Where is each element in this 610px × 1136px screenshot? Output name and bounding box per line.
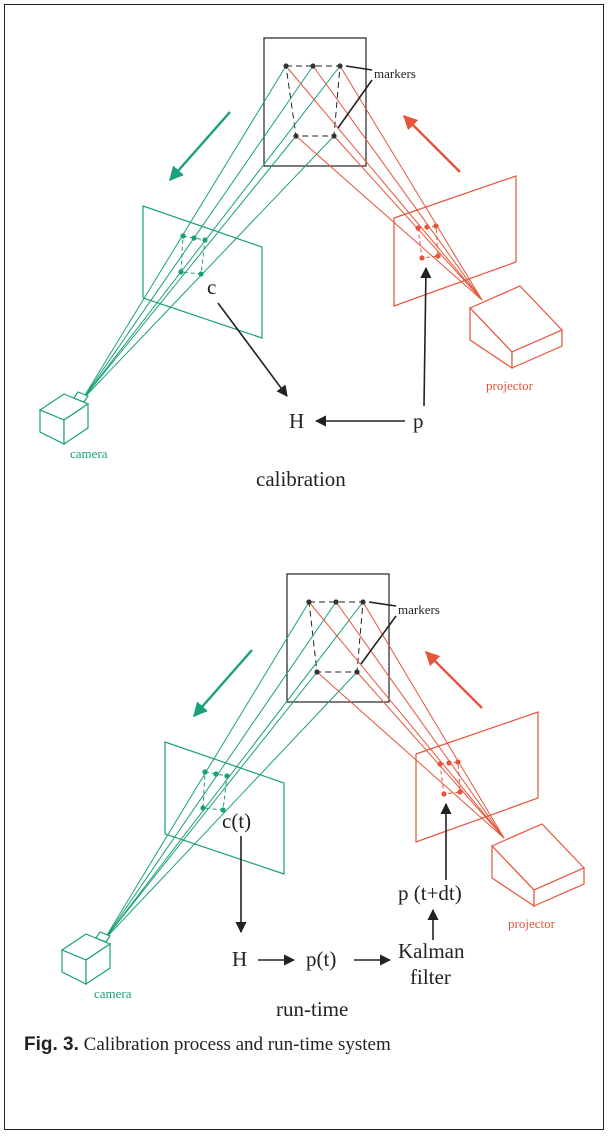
figure-caption: Fig. 3. Calibration process and run-time… bbox=[24, 1034, 584, 1056]
projector-image-plane bbox=[393, 175, 517, 307]
projector-image-plane bbox=[415, 711, 539, 843]
camera-image-plane bbox=[142, 205, 263, 339]
caption-text: Calibration process and run-time system bbox=[83, 1034, 391, 1055]
runtime-label: run-time bbox=[276, 997, 348, 1021]
projector-direction-arrow bbox=[402, 114, 461, 173]
markers-label: markers bbox=[398, 602, 440, 617]
calibration-panel: markers camera bbox=[38, 37, 564, 491]
projector-body bbox=[490, 823, 586, 908]
camera-image-plane bbox=[164, 741, 285, 875]
ct-label: c(t) bbox=[222, 809, 251, 833]
projector-label: projector bbox=[486, 378, 534, 393]
camera-direction-arrow bbox=[193, 649, 253, 718]
calibration-label: calibration bbox=[256, 467, 346, 491]
p-label: p bbox=[413, 409, 424, 433]
camera-body bbox=[38, 391, 90, 446]
target-screen bbox=[286, 573, 390, 703]
H-label: H bbox=[289, 409, 304, 433]
target-screen bbox=[263, 37, 367, 167]
marker-dots bbox=[306, 599, 366, 675]
runtime-panel: markers camera projector c(t) bbox=[60, 573, 586, 1021]
caption-figno: Fig. 3. bbox=[24, 1034, 79, 1055]
projector-label: projector bbox=[508, 916, 556, 931]
projector-direction-arrow bbox=[424, 650, 483, 709]
kalman-label-line1: Kalman bbox=[398, 939, 465, 963]
camera-rays bbox=[81, 65, 341, 401]
camera-label: camera bbox=[94, 986, 132, 1001]
markers-label: markers bbox=[374, 66, 416, 81]
pt-label: p(t) bbox=[306, 947, 336, 971]
projector-body bbox=[468, 285, 564, 370]
camera-direction-arrow bbox=[169, 111, 231, 182]
marker-dots bbox=[283, 63, 343, 139]
kalman-label-line2: filter bbox=[410, 965, 451, 989]
projector-rays bbox=[308, 601, 505, 839]
camera-body bbox=[60, 931, 112, 986]
c-label: c bbox=[207, 275, 216, 299]
camera-label: camera bbox=[70, 446, 108, 461]
camera-rays bbox=[103, 601, 364, 941]
ptdt-label: p (t+dt) bbox=[398, 881, 462, 905]
projector-rays bbox=[285, 65, 483, 301]
H-label: H bbox=[232, 947, 247, 971]
